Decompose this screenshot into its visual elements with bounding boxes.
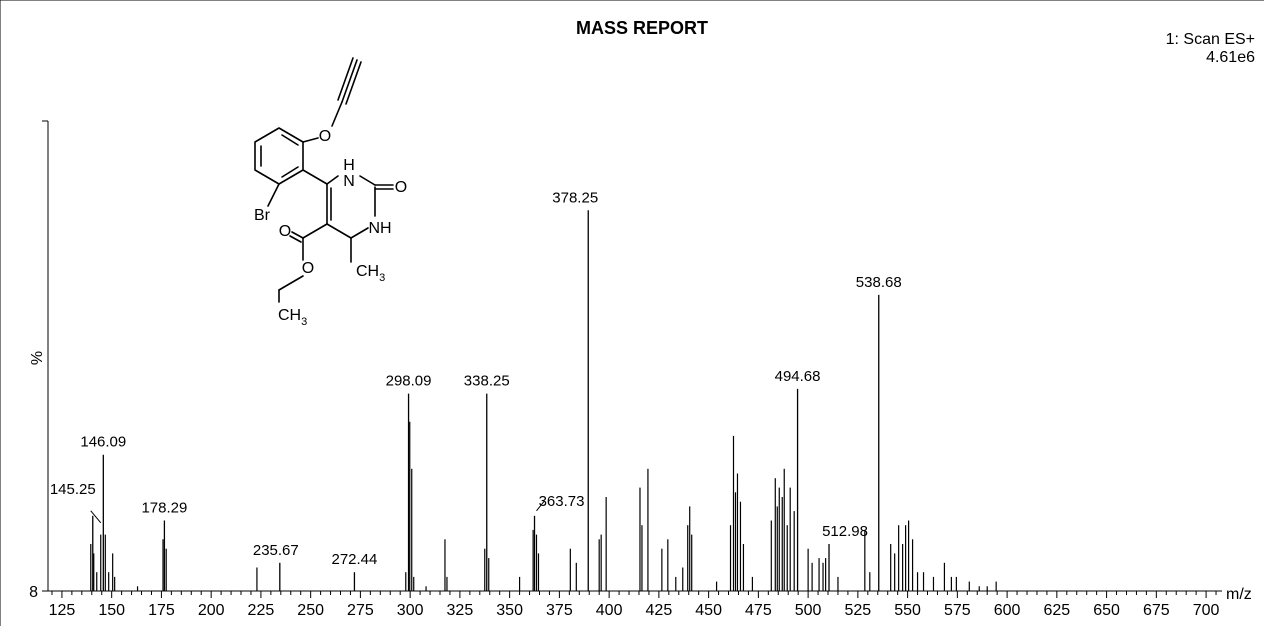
ester-carbonyl-oxygen-label: O bbox=[279, 223, 291, 240]
methyl-label-main: CH bbox=[356, 263, 379, 280]
x-axis-tick-label: 375 bbox=[546, 602, 573, 619]
peak-label: 363.73 bbox=[539, 493, 585, 510]
x-axis: 125 150 175 200 225 250 275 300 325 350 375 400 425 4… bbox=[48, 590, 1222, 619]
ether-oxygen-label: O bbox=[319, 128, 331, 145]
methyl-subscript: 3 bbox=[379, 272, 385, 284]
x-axis-tick-label: 200 bbox=[198, 602, 225, 619]
x-axis-tick-label: 675 bbox=[1143, 602, 1170, 619]
x-axis-tick-label: 625 bbox=[1043, 602, 1070, 619]
structure-labels: O H N O NH Br O O CH3 CH3 bbox=[254, 128, 407, 328]
peak-label: 235.67 bbox=[253, 542, 299, 559]
spectrum-peaks bbox=[90, 210, 997, 591]
x-axis-tick-label: 350 bbox=[496, 602, 523, 619]
oxygen-alkyne-bond bbox=[331, 101, 343, 127]
x-axis-tick-label: 550 bbox=[894, 602, 921, 619]
peak-label: 178.29 bbox=[141, 500, 187, 517]
alkyne-bond-1 bbox=[341, 59, 358, 103]
x-axis-tick-label: 700 bbox=[1193, 602, 1220, 619]
peak-label: 494.68 bbox=[775, 368, 821, 385]
x-axis-tick-label: 475 bbox=[745, 602, 772, 619]
alkyne-bond-3 bbox=[345, 61, 362, 105]
carbonyl-oxygen-label: O bbox=[395, 179, 407, 196]
x-axis-tick-label: 500 bbox=[795, 602, 822, 619]
x-axis-tick-label: 425 bbox=[646, 602, 673, 619]
peak-label: 145.25 bbox=[50, 481, 96, 498]
x-axis-tick-label: 250 bbox=[297, 602, 324, 619]
peak-label: 538.68 bbox=[856, 274, 902, 291]
c5-ester-bond bbox=[302, 223, 328, 239]
x-axis-tick-label: 175 bbox=[148, 602, 175, 619]
peak-label: 272.44 bbox=[331, 551, 377, 568]
x-axis-tick-label: 150 bbox=[98, 602, 125, 619]
c6-n1-bond bbox=[326, 175, 339, 185]
y-axis bbox=[42, 120, 49, 592]
peak-label: 338.25 bbox=[464, 373, 510, 390]
x-axis-tick-label: 400 bbox=[596, 602, 623, 619]
ring-double-bond-3 bbox=[281, 134, 299, 146]
ethyl-methyl-label: CH3 bbox=[278, 307, 307, 328]
x-axis-tick-label: 650 bbox=[1093, 602, 1120, 619]
chemical-structure bbox=[254, 57, 394, 303]
peak-label: 378.25 bbox=[552, 189, 598, 206]
methyl-label: CH3 bbox=[356, 263, 385, 284]
peak-label: 146.09 bbox=[80, 434, 126, 451]
n1-hydrogen-label: H bbox=[343, 157, 355, 174]
scan-label: 1: Scan ES+ bbox=[1166, 31, 1255, 48]
ring-double-bond-2 bbox=[281, 166, 299, 178]
peak-leader-line bbox=[90, 510, 102, 524]
x-axis-tick-label: 325 bbox=[447, 602, 474, 619]
n1-c2-bond bbox=[359, 175, 376, 186]
peak-labels: 145.25 146.09 178.29 235.67 272.44 298.09 338.… bbox=[50, 189, 902, 568]
ester-carbonyl-bond-1 bbox=[291, 231, 304, 239]
ethyl-methyl-label-main: CH bbox=[278, 307, 301, 324]
x-axis-tick-label: 275 bbox=[347, 602, 374, 619]
intensity-label: 4.61e6 bbox=[1206, 49, 1255, 66]
x-axis-label: m/z bbox=[1226, 586, 1252, 603]
ring-bromine-bond bbox=[267, 183, 280, 207]
peak-leader-line bbox=[536, 500, 545, 512]
x-axis-tick-label: 450 bbox=[695, 602, 722, 619]
ring-pyrimidine-bond bbox=[302, 169, 328, 185]
c4-c5-bond bbox=[326, 223, 352, 239]
y-baseline-label: 8 bbox=[29, 584, 38, 601]
x-axis-tick-label: 525 bbox=[845, 602, 872, 619]
ester-carbonyl-bond-2 bbox=[289, 235, 302, 243]
y-axis-label: % bbox=[29, 351, 46, 365]
x-axis-tick-label: 125 bbox=[49, 602, 76, 619]
ester-oxygen-label: O bbox=[302, 260, 314, 277]
x-axis-tick-label: 300 bbox=[397, 602, 424, 619]
n1-label: N bbox=[343, 173, 355, 190]
alkyne-bond-2 bbox=[337, 57, 354, 101]
bromine-label: Br bbox=[254, 207, 271, 224]
x-axis-tick-label: 575 bbox=[944, 602, 971, 619]
peak-label: 298.09 bbox=[386, 373, 432, 390]
chart-title: MASS REPORT bbox=[576, 18, 708, 38]
n3-label: NH bbox=[368, 220, 391, 237]
peak-label: 512.98 bbox=[822, 523, 868, 540]
x-axis-tick-label: 600 bbox=[994, 602, 1021, 619]
ethoxy-bond-1 bbox=[278, 275, 304, 291]
ring-oxygen-bond bbox=[302, 137, 319, 143]
ethyl-methyl-subscript: 3 bbox=[301, 316, 307, 328]
x-axis-tick-label: 225 bbox=[248, 602, 275, 619]
n3-c4-bond bbox=[350, 227, 369, 239]
